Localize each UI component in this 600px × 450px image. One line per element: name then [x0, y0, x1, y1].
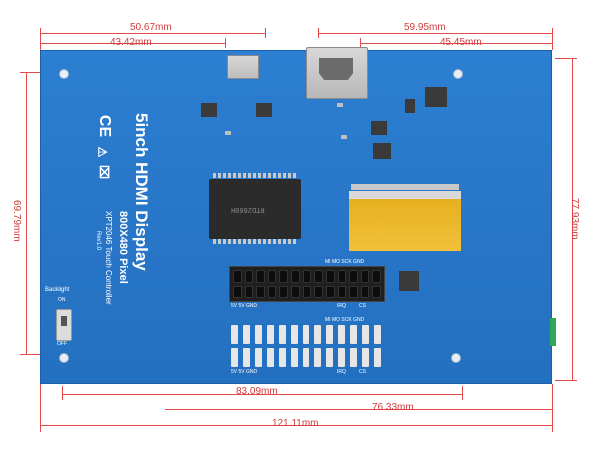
board-revision: Rev1.0: [95, 231, 101, 251]
dim-line-bottom-total: [40, 425, 552, 426]
dim-line-bottom-inner: [62, 394, 462, 395]
tick: [555, 58, 577, 59]
lcd-board: RTD2660H 5V 5V GND MI MO SCK GND IRQ CS: [40, 47, 552, 384]
tick: [20, 72, 40, 73]
backlight-label: Backlight: [45, 287, 70, 293]
tick: [555, 380, 577, 381]
pad-label-cs: CS: [359, 369, 366, 375]
main-chip: RTD2660H: [209, 179, 301, 239]
chip-pins-bottom: [213, 239, 296, 244]
tick: [318, 28, 319, 38]
dim-line-top-inner: [40, 43, 225, 44]
dim-line-bottom-right: [165, 409, 552, 410]
dim-line-top-outer: [40, 33, 265, 34]
pin-label-irq: IRQ: [337, 303, 346, 309]
backlight-on-label: ON: [58, 297, 66, 303]
dim-right-height: 77.93mm: [569, 198, 580, 240]
breakout-pads: [231, 325, 381, 367]
tick: [462, 386, 463, 400]
dim-top-outer: 50.67mm: [130, 22, 172, 33]
dim-bottom-right: 76.33mm: [372, 402, 414, 413]
tick: [552, 384, 553, 432]
inductor: [201, 103, 217, 117]
mounting-hole: [59, 69, 69, 79]
tick: [225, 38, 226, 48]
tick: [62, 386, 63, 400]
weee-bin-icon: ⌧: [96, 165, 111, 179]
chip-label: RTD2660H: [231, 205, 265, 213]
inductor: [256, 103, 272, 117]
micro-usb-port: [227, 55, 259, 79]
fpc-connector: [351, 184, 459, 190]
ic: [405, 99, 415, 113]
board-title: 5inch HDMI Display: [132, 113, 151, 271]
ic: [371, 121, 387, 135]
pad-label-bottom-left: 5V 5V GND: [231, 369, 258, 375]
ic: [373, 143, 391, 159]
chip-pins-top: [213, 173, 296, 178]
tick: [360, 38, 361, 48]
backlight-off-label: OFF: [57, 341, 67, 347]
tick: [40, 28, 41, 50]
dim-bottom-total: 121.11mm: [272, 418, 319, 429]
dim-top-right-outer: 59.95mm: [404, 22, 446, 33]
ce-mark-icon: CE: [96, 114, 114, 138]
rohs-mark-icon: ⚠: [95, 146, 110, 158]
board-touch-controller: XPT2046 Touch Controller: [104, 211, 113, 305]
side-connector: [550, 318, 556, 346]
pad-label-irq: IRQ: [337, 369, 346, 375]
touch-controller-ic: [399, 271, 419, 291]
dim-top-right-inner: 45.45mm: [440, 37, 482, 48]
tick: [552, 28, 553, 50]
pin-label-cs: CS: [359, 303, 366, 309]
tick: [265, 28, 266, 38]
gpio-pin-header: [229, 266, 385, 302]
capacitor: [225, 131, 231, 135]
hdmi-port: [306, 47, 368, 99]
capacitor: [337, 103, 343, 107]
tick: [40, 384, 41, 432]
capacitor: [341, 135, 347, 139]
dim-line-top-right-outer: [318, 33, 552, 34]
dim-bottom-inner: 83.09mm: [236, 386, 278, 397]
pad-label-top-right: MI MO SCK GND: [325, 317, 365, 323]
dim-line-left-height: [26, 72, 27, 354]
pin-label-top-left: 5V 5V GND: [231, 303, 258, 309]
dim-left-height: 69.79mm: [11, 200, 22, 242]
mounting-hole: [451, 353, 461, 363]
dim-top-inner: 43.42mm: [110, 37, 152, 48]
lcd-ribbon-cable: [349, 191, 461, 251]
mounting-hole: [59, 353, 69, 363]
mounting-hole: [453, 69, 463, 79]
backlight-switch[interactable]: [56, 309, 72, 341]
inductor: [425, 87, 447, 107]
board-resolution: 800X480 Pixel: [117, 211, 129, 284]
dim-line-top-right-inner: [360, 43, 552, 44]
tick: [20, 354, 40, 355]
pin-label-top-right: MI MO SCK GND: [325, 259, 365, 265]
dim-line-right-height: [572, 58, 573, 380]
